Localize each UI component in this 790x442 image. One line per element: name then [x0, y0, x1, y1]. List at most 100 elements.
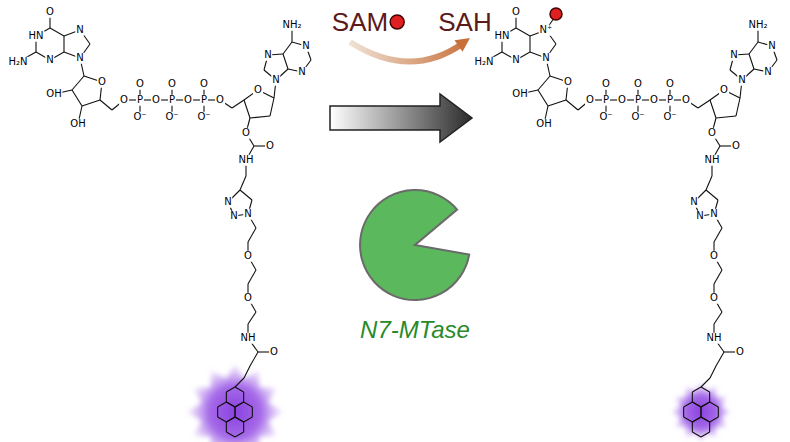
atom-label: O: [253, 85, 263, 96]
chemical-bond: [248, 228, 256, 242]
atom-label: O: [585, 95, 595, 106]
chemical-bond: [50, 28, 64, 36]
atom-label: O: [167, 79, 177, 90]
atom-label: O⁻: [196, 112, 211, 123]
atom-label: N: [271, 75, 280, 86]
cofactor-curve: [350, 42, 462, 62]
chemical-bond: [706, 190, 718, 200]
chemical-bond: [736, 98, 740, 116]
atom-label: N: [541, 53, 550, 64]
chemical-bond: [701, 417, 710, 422]
chemical-bond: [235, 432, 244, 437]
chemical-bond: [529, 36, 530, 52]
chemical-bond: [566, 100, 578, 110]
atom-label: O: [709, 251, 719, 262]
atom-label: N: [737, 75, 746, 86]
chemical-bond: [692, 417, 701, 422]
atom-label: O: [633, 79, 643, 90]
chemical-bond: [538, 90, 548, 106]
chemical-bond: [538, 76, 550, 90]
atom-label: N: [297, 67, 306, 78]
atom-label: O: [135, 79, 145, 90]
chemical-bond: [692, 417, 701, 422]
chemical-bond: [235, 417, 244, 422]
atom-label: N: [689, 197, 698, 208]
atom-label: O: [649, 95, 659, 106]
chemical-bond: [684, 417, 693, 422]
chemical-bond: [235, 387, 244, 392]
chemical-bond: [714, 270, 722, 284]
atom-label: P: [168, 95, 176, 106]
atom-label: P: [602, 95, 610, 106]
atom-label: O: [731, 141, 741, 152]
atom-label: O: [243, 251, 253, 262]
chemical-bond: [248, 270, 256, 284]
chemical-bond: [700, 407, 701, 417]
atom-label: NH: [706, 333, 723, 344]
chemical-bond: [226, 402, 235, 407]
chemical-bond: [82, 100, 100, 106]
reaction-arrow: [330, 94, 472, 142]
atom-label: O: [119, 95, 129, 106]
chemical-bond: [692, 432, 701, 437]
reagent-label: SAM: [332, 8, 388, 37]
chemical-bond: [63, 36, 64, 52]
atom-label: O: [199, 79, 209, 90]
chemical-bond: [226, 422, 227, 432]
chemical-bond: [235, 378, 244, 387]
atom-label: O: [151, 95, 161, 106]
atom-label: N: [75, 53, 84, 64]
atom-label: O: [183, 95, 193, 106]
atom-label: O: [243, 293, 253, 304]
atom-label: OH: [535, 119, 552, 130]
atom-label: N: [45, 55, 54, 66]
chemical-bond: [692, 402, 701, 407]
chemical-bond: [714, 228, 722, 242]
chemical-bond: [749, 42, 758, 54]
chemical-bond: [248, 312, 256, 324]
fluorescence-glow: [187, 364, 283, 442]
atom-label: NH₂: [281, 20, 302, 31]
chemical-bond: [252, 407, 253, 417]
atom-label: O: [601, 79, 611, 90]
chemical-bond: [218, 402, 227, 407]
atom-label: O⁻: [630, 112, 645, 123]
atom-label: N: [301, 41, 310, 52]
chemical-bond: [235, 402, 244, 407]
chemical-bond: [710, 417, 719, 422]
atom-label: O: [709, 293, 719, 304]
chemical-bond: [244, 366, 250, 378]
chemical-bond: [709, 392, 710, 402]
chemical-bond: [234, 407, 235, 417]
chemical-bond: [232, 100, 244, 108]
chemical-bond: [235, 402, 244, 407]
chemical-bond: [250, 116, 270, 118]
atom-label: O: [241, 128, 251, 139]
chemical-bond: [226, 402, 235, 407]
atom-label: N: [729, 50, 738, 61]
cofactor-arrowhead: [455, 38, 471, 52]
chemical-bond: [701, 387, 710, 392]
chemical-bond: [244, 402, 253, 407]
methyl-dot: [390, 15, 404, 29]
chemical-bond: [698, 100, 710, 108]
fluorescence-glow: [671, 382, 731, 442]
atom-label: OH: [69, 119, 86, 130]
atom-label: O: [735, 347, 745, 358]
atom-label: N: [263, 50, 272, 61]
atom-label: N: [75, 25, 84, 36]
atom-label: P: [200, 95, 208, 106]
atom-label: HN: [494, 31, 511, 42]
chemical-bond: [243, 392, 244, 402]
chemical-bond: [701, 417, 710, 422]
atom-label: O⁻: [662, 112, 677, 123]
atom-label: P: [666, 95, 674, 106]
atom-label: N⁺: [539, 25, 554, 36]
atom-label: N: [243, 209, 252, 220]
atom-label: OH: [45, 89, 62, 100]
chemical-bond: [692, 387, 701, 392]
atom-label: O: [707, 128, 717, 139]
atom-label: O: [215, 95, 225, 106]
atom-label: O⁻: [132, 112, 147, 123]
